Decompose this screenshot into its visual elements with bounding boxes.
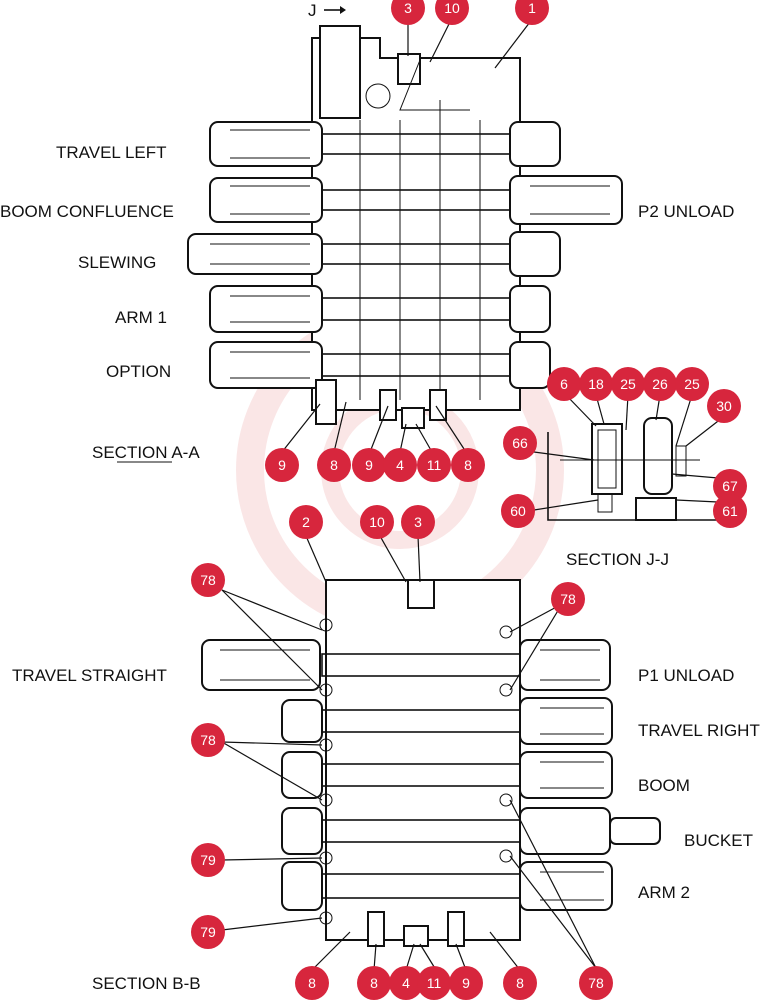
label-p1-unload: P1 UNLOAD	[638, 666, 734, 685]
svg-text:4: 4	[402, 975, 410, 991]
svg-text:3: 3	[414, 514, 422, 530]
callout-badge: 3	[401, 505, 435, 539]
svg-text:3: 3	[404, 0, 412, 16]
svg-text:26: 26	[652, 376, 668, 392]
svg-text:79: 79	[200, 924, 216, 940]
spool-row	[201, 639, 611, 691]
svg-text:11: 11	[427, 457, 442, 473]
label-travel-straight: TRAVEL STRAIGHT	[12, 666, 167, 685]
callout-badge: 79	[191, 843, 225, 877]
callout-badge: 8	[317, 448, 351, 482]
callout-badge: 25	[675, 367, 709, 401]
callout-badge: 10	[360, 505, 394, 539]
spool-row	[281, 751, 613, 799]
leader-lines	[221, 17, 723, 971]
callout-badge: 10	[435, 0, 469, 25]
label-section-bb: SECTION B-B	[92, 974, 201, 993]
label-arm-2: ARM 2	[638, 883, 690, 902]
callout-badge: 61	[713, 494, 747, 528]
svg-text:9: 9	[278, 457, 286, 473]
svg-text:10: 10	[369, 514, 385, 530]
label-travel-left: TRAVEL LEFT	[56, 143, 167, 162]
label-p2-unload: P2 UNLOAD	[638, 202, 734, 221]
label-section-jj: SECTION J-J	[566, 550, 669, 569]
label-boom-confluence: BOOM CONFLUENCE	[0, 202, 174, 221]
section-jj-drawing	[547, 417, 721, 521]
callout-badge: 26	[643, 367, 677, 401]
callout-badge: 8	[451, 448, 485, 482]
callout-badge: 66	[503, 426, 537, 460]
callout-badge: 4	[389, 966, 423, 1000]
spool-row	[209, 341, 551, 389]
callout-badge: 78	[191, 723, 225, 757]
label-slewing: SLEWING	[78, 253, 156, 272]
svg-text:10: 10	[444, 0, 460, 16]
svg-text:2: 2	[302, 514, 310, 530]
label-section-aa: SECTION A-A	[92, 443, 200, 462]
svg-text:25: 25	[684, 376, 700, 392]
svg-text:66: 66	[512, 435, 528, 451]
callout-badge: 30	[707, 389, 741, 423]
svg-text:9: 9	[462, 975, 470, 991]
callout-badge: 2	[289, 505, 323, 539]
svg-text:8: 8	[464, 457, 472, 473]
section-aa-drawing	[187, 25, 623, 429]
svg-text:78: 78	[200, 732, 216, 748]
callout-badge: 8	[503, 966, 537, 1000]
svg-text:61: 61	[722, 503, 738, 519]
svg-text:60: 60	[510, 503, 526, 519]
svg-text:11: 11	[427, 975, 442, 991]
callout-badge: 9	[449, 966, 483, 1000]
callout-badge: 1	[515, 0, 549, 25]
svg-text:79: 79	[200, 852, 216, 868]
label-bucket: BUCKET	[684, 831, 753, 850]
callout-badge: 78	[579, 966, 613, 1000]
callout-badge: 79	[191, 915, 225, 949]
label-travel-right: TRAVEL RIGHT	[638, 721, 760, 740]
svg-text:25: 25	[620, 376, 636, 392]
label-arm-1: ARM 1	[115, 308, 167, 327]
callout-badge: 11	[417, 966, 451, 1000]
callout-badge: 18	[579, 367, 613, 401]
svg-text:30: 30	[716, 398, 732, 414]
spool-row	[281, 697, 613, 745]
svg-text:78: 78	[200, 572, 216, 588]
callout-badge: 3	[391, 0, 425, 25]
callout-badge: 11	[417, 448, 451, 482]
callout-badge: 8	[357, 966, 391, 1000]
callout-badge: 78	[551, 582, 585, 616]
svg-text:18: 18	[588, 376, 604, 392]
svg-text:1: 1	[528, 0, 536, 16]
spool-row	[209, 285, 551, 333]
svg-text:4: 4	[396, 457, 404, 473]
section-j-marker: J	[308, 1, 317, 20]
callout-badge: 67	[713, 469, 747, 503]
svg-text:8: 8	[330, 457, 338, 473]
svg-text:9: 9	[365, 457, 373, 473]
callout-badges: 3 10 1 9 8 9 4 11 8 6 18 25 26 25 30 66 …	[191, 0, 747, 1000]
callout-badge: 6	[547, 367, 581, 401]
svg-text:8: 8	[370, 975, 378, 991]
callout-badge: 25	[611, 367, 645, 401]
callout-badge: 8	[295, 966, 329, 1000]
label-option: OPTION	[106, 362, 171, 381]
callout-badge: 4	[383, 448, 417, 482]
svg-text:78: 78	[560, 591, 576, 607]
svg-text:8: 8	[308, 975, 316, 991]
callout-badge: 60	[501, 494, 535, 528]
spool-row	[209, 121, 561, 167]
section-bb-drawing	[201, 579, 661, 947]
spool-row	[281, 807, 661, 855]
label-boom: BOOM	[638, 776, 690, 795]
svg-text:67: 67	[722, 478, 738, 494]
callout-badge: 9	[352, 448, 386, 482]
callout-badge: 9	[265, 448, 299, 482]
spool-row	[209, 175, 623, 225]
svg-text:6: 6	[560, 376, 568, 392]
svg-text:78: 78	[588, 975, 604, 991]
svg-text:8: 8	[516, 975, 524, 991]
callout-badge: 78	[191, 563, 225, 597]
